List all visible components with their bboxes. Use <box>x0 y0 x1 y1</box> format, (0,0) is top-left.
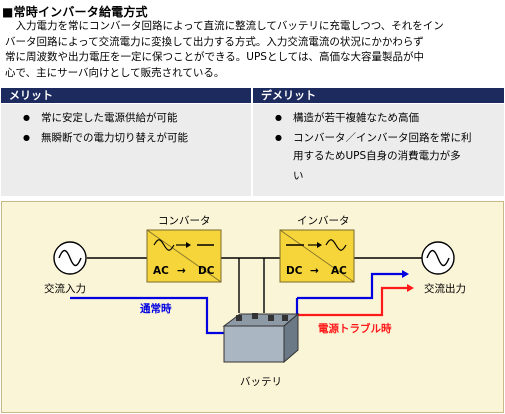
demerit-continuation: 用するためUPS自身の消費電力が多 い <box>253 146 504 186</box>
page-title: ■常時インバータ給電方式 <box>2 5 148 19</box>
merit-header: メリット <box>1 88 251 103</box>
intro-line: バータ回路によって交流電力に変換して出力する方式。入力交流電流の状況にかかわらず <box>5 35 424 48</box>
battery-label: バッテリ <box>240 376 282 388</box>
battery-icon <box>222 312 300 364</box>
merit-item: 無瞬断での電力切り替えが可能 <box>23 128 251 148</box>
diagram-svg: コンバータ インバータ AC → DC DC → AC 交流入力 交流出力 通常… <box>44 215 466 388</box>
intro-line: 入力電力を常にコンバータ回路によって直流に整流してバッテリに充電しつつ、それをイ… <box>5 20 444 32</box>
demerit-item-line: い <box>293 170 304 182</box>
inverter-box <box>279 229 355 283</box>
demerit-item-line: 用するためUPS自身の消費電力が多 <box>293 150 461 162</box>
main-wiring <box>87 257 422 313</box>
inverter-ac-text: AC <box>331 265 347 277</box>
demerit-item: 構造が若干複雑なため高価 <box>275 108 504 128</box>
converter-label: コンバータ <box>158 215 211 227</box>
merit-item: 常に安定した電源供給が可能 <box>23 108 251 128</box>
intro-line: 心で、主にサーバ向けとして販売されている。 <box>5 66 225 79</box>
failure-path <box>298 284 414 317</box>
failure-label: 電源トラブル時 <box>318 322 392 335</box>
ac-output-label: 交流出力 <box>424 282 466 295</box>
ac-output-symbol <box>421 241 455 275</box>
demerit-item: コンバータ／インバータ回路を常に利 <box>275 128 504 148</box>
ac-input-symbol <box>53 241 87 275</box>
converter-ac-text: AC <box>153 265 169 277</box>
intro-line: 常に周波数や出力電圧を一定に保つことができる。UPSとしては、高価な大容量製品が… <box>5 51 424 63</box>
intro-paragraph: 入力電力を常にコンバータ回路によって直流に整流してバッテリに充電しつつ、それをイ… <box>5 19 500 81</box>
ups-diagram: コンバータ インバータ AC → DC DC → AC 交流入力 交流出力 通常… <box>1 201 504 413</box>
inverter-label: インバータ <box>297 215 350 227</box>
merit-list: 常に安定した電源供給が可能 無瞬断での電力切り替えが可能 <box>1 104 251 196</box>
converter-arrow-text: → <box>177 265 186 277</box>
normal-label: 通常時 <box>140 302 172 315</box>
demerit-list: 構造が若干複雑なため高価 コンバータ／インバータ回路を常に利 用するためUPS自… <box>253 104 504 196</box>
inverter-dc-text: DC <box>286 265 303 277</box>
inverter-arrow-text: → <box>310 265 319 277</box>
converter-dc-text: DC <box>198 265 215 277</box>
ac-input-label: 交流入力 <box>44 282 86 295</box>
converter-box <box>146 229 222 283</box>
demerit-item-line: コンバータ／インバータ回路を常に利 <box>293 132 472 144</box>
demerit-header: デメリット <box>253 88 504 103</box>
